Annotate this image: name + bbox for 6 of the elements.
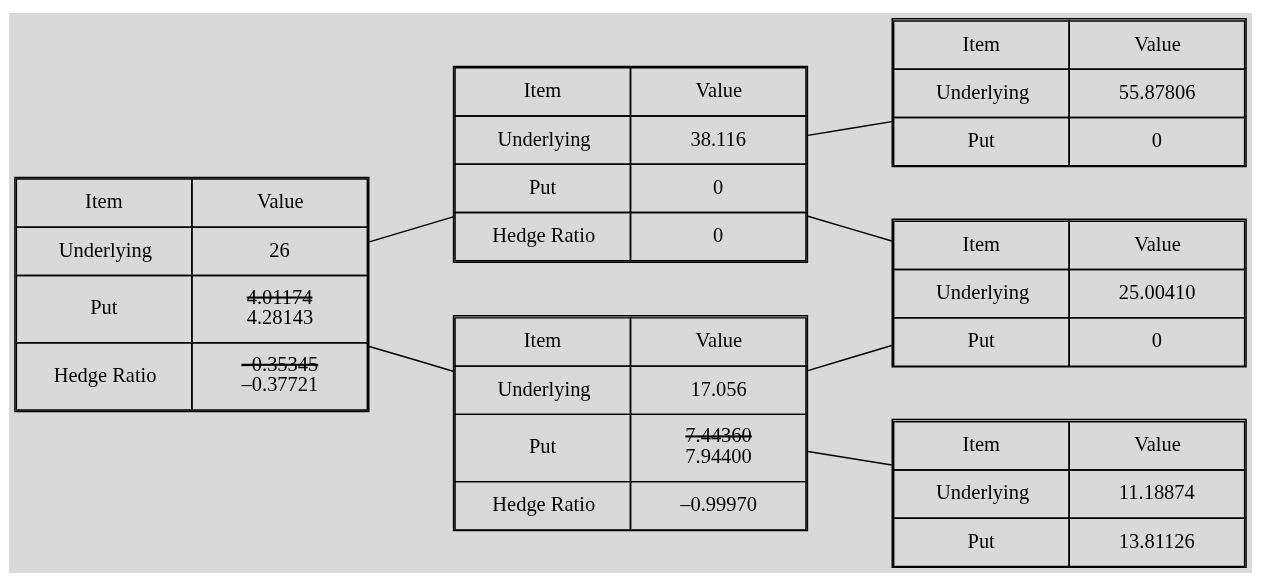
connector: [368, 216, 454, 243]
connector: [807, 450, 893, 466]
connector: [807, 120, 893, 137]
connector: [807, 215, 893, 242]
connector: [807, 344, 893, 372]
connector: [368, 345, 454, 372]
